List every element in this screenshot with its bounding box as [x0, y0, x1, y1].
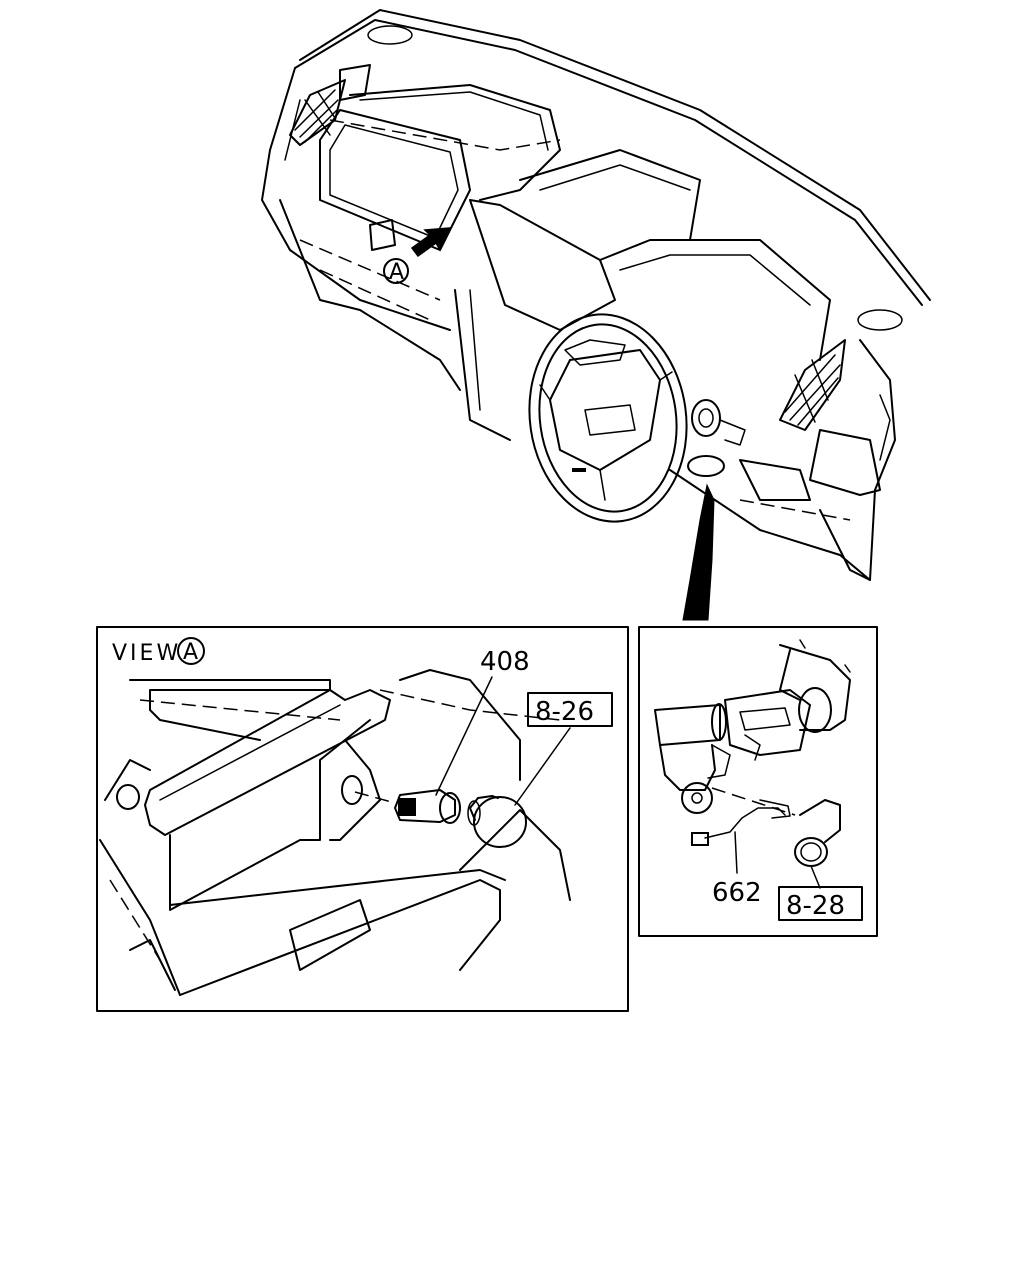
- column-panel-frame: [638, 626, 878, 937]
- ref-box-8-26: [527, 692, 613, 727]
- lighter-socket-part-408: [354, 789, 461, 824]
- part-number-662: 662: [712, 878, 762, 908]
- ref-label-8-28: 8-28: [786, 891, 845, 921]
- view-direction-arrow: [410, 227, 452, 258]
- ref-box-8-28: [778, 886, 863, 921]
- part-number-408: 408: [480, 647, 530, 677]
- lighter-cap: [467, 795, 527, 848]
- view-a-title-marker: A: [183, 640, 201, 665]
- view-a-marker-circle: [383, 258, 409, 284]
- left-vent-grille: [294, 89, 339, 143]
- view-a-marker-label: A: [389, 260, 407, 285]
- view-a-title-circle: [177, 637, 205, 665]
- view-a-frame: [96, 626, 629, 1012]
- column-panel: 662 8-28: [638, 626, 878, 937]
- right-vent-grille: [784, 354, 841, 426]
- steering-wheel: [528, 313, 688, 523]
- view-a-title-prefix: VIEW: [112, 641, 181, 666]
- ref-label-8-26: 8-26: [535, 697, 594, 727]
- leader-arrow-to-column-panel: [682, 483, 715, 621]
- view-a-panel: VIEW A: [96, 626, 629, 1012]
- dashboard-illustration: A: [261, 9, 931, 621]
- steering-column-assembly: [654, 639, 851, 867]
